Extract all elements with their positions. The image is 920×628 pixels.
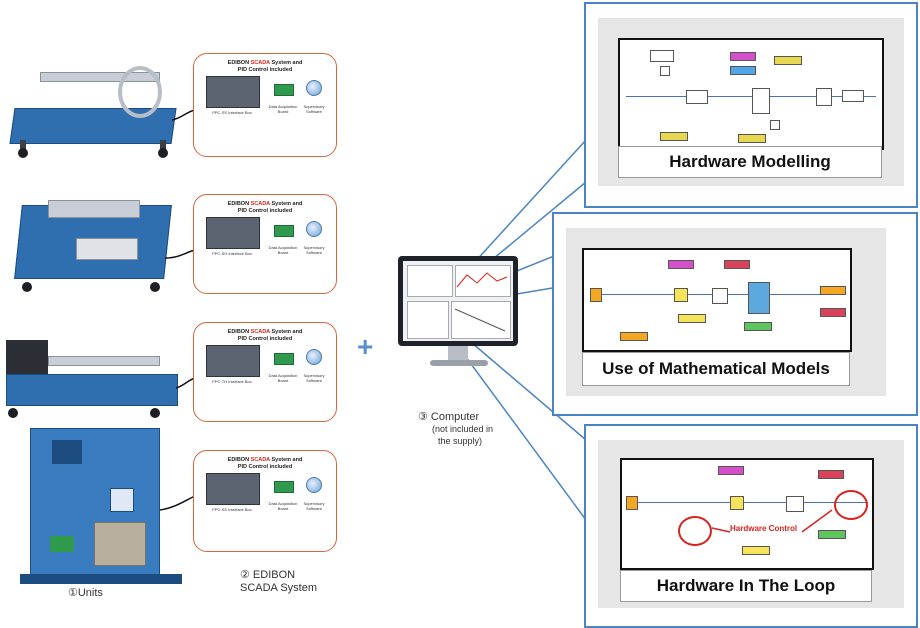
software-disc-icon <box>306 221 322 237</box>
panel-title: Hardware Modelling <box>618 146 882 178</box>
panel-mathematical-models: Use of Mathematical Models <box>552 212 918 416</box>
software-label: Supervisory Software <box>303 245 325 255</box>
block-diagram <box>618 38 884 150</box>
computer-caption-line1: ③ Computer <box>418 411 480 423</box>
interface-box-label: PPC-SS Interface Box <box>212 110 252 115</box>
daq-board-label: Data Acquisition Board <box>268 245 298 255</box>
software-disc-icon <box>306 80 322 96</box>
block-diagram <box>582 248 852 352</box>
scada-box-3: EDIBON SCADA System and PID Control incl… <box>193 322 337 422</box>
scada-box-1: EDIBON SCADA System and PID Control incl… <box>193 53 337 157</box>
interface-box-label: PPC-SH Interface Box <box>212 251 252 256</box>
plus-icon: + <box>357 331 374 362</box>
software-disc-icon <box>306 477 322 493</box>
panel-title: Use of Mathematical Models <box>582 352 850 386</box>
interface-box-image <box>206 473 260 505</box>
units-caption: ①Units <box>68 587 103 599</box>
monitor-base <box>430 360 488 366</box>
interface-box-image <box>206 217 260 249</box>
daq-board-image <box>274 481 294 493</box>
block-diagram: Hardware Control <box>620 458 874 570</box>
software-label: Supervisory Software <box>303 104 325 114</box>
daq-board-image <box>274 84 294 96</box>
daq-board-image <box>274 353 294 365</box>
software-disc-icon <box>306 349 322 365</box>
scada-caption-line2: SCADA System <box>240 582 318 594</box>
scada-box-title: EDIBON SCADA System and PID Control incl… <box>227 201 303 214</box>
panel-hardware-in-the-loop: Hardware Control Hardware In The Loop <box>584 424 918 628</box>
scada-box-title: EDIBON SCADA System and PID Control incl… <box>227 457 303 470</box>
daq-board-label: Data Acquisition Board <box>268 373 298 383</box>
hardware-control-annotation: Hardware Control <box>730 524 798 533</box>
computer-caption-line2: (not included in <box>432 424 494 434</box>
daq-board-image <box>274 225 294 237</box>
monitor-screen <box>403 261 513 341</box>
panel-hardware-modelling: Hardware Modelling <box>584 2 918 208</box>
software-label: Supervisory Software <box>303 373 325 383</box>
daq-board-label: Data Acquisition Board <box>268 501 298 511</box>
computer-monitor <box>398 256 518 346</box>
scada-box-title: EDIBON SCADA System and PID Control incl… <box>227 329 303 342</box>
interface-box-image <box>206 76 260 108</box>
panel-title: Hardware In The Loop <box>620 570 872 602</box>
monitor-stand <box>448 346 468 362</box>
software-label: Supervisory Software <box>303 501 325 511</box>
interface-box-image <box>206 345 260 377</box>
scada-caption-line1: ② EDIBON <box>240 569 296 581</box>
interface-box-label: PPC-SS Interface Box <box>212 507 252 512</box>
scada-box-4: EDIBON SCADA System and PID Control incl… <box>193 450 337 552</box>
daq-board-label: Data Acquisition Board <box>268 104 298 114</box>
scada-box-title: EDIBON SCADA System and PID Control incl… <box>227 60 303 73</box>
computer-caption-line3: the supply) <box>438 436 483 446</box>
scada-box-2: EDIBON SCADA System and PID Control incl… <box>193 194 337 294</box>
interface-box-label: PPC-TH Interface Box <box>212 379 252 384</box>
